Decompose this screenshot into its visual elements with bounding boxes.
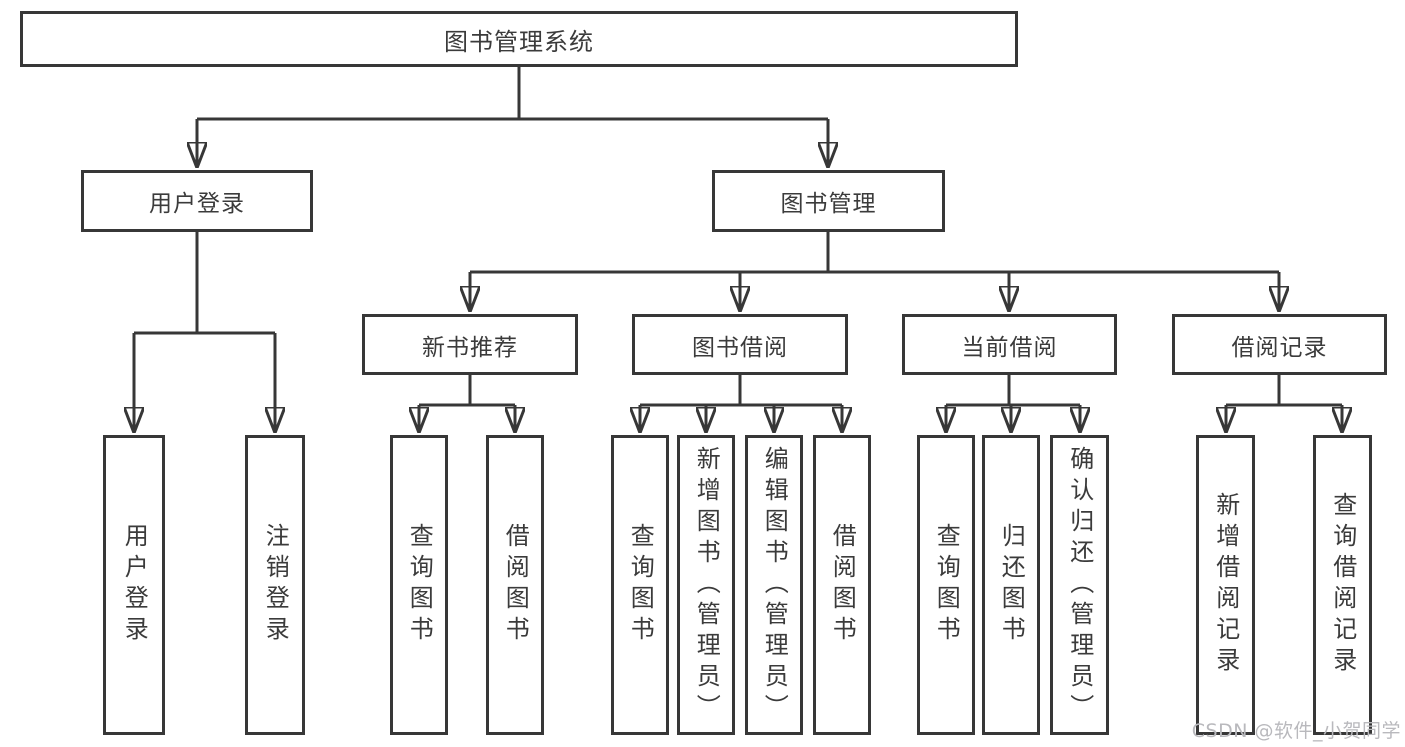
leaf-label: 查询图书: [626, 523, 655, 647]
leaf-label: 归还图书: [997, 523, 1026, 647]
leaf-label: 查询借阅记录: [1328, 492, 1357, 678]
leaf-label: 注销登录: [261, 523, 290, 647]
leaf-label: 新增借阅记录: [1211, 492, 1240, 678]
leaf-label: 新增图书（管理员）: [692, 445, 721, 725]
leaf-label: 用户登录: [120, 523, 149, 647]
leaf-logout: 注销登录: [245, 435, 305, 735]
node-current-borrow: 当前借阅: [902, 314, 1117, 375]
leaf-label: 借阅图书: [501, 523, 530, 647]
node-label: 借阅记录: [1231, 334, 1328, 361]
leaf-label: 编辑图书（管理员）: [760, 445, 789, 725]
node-user-login: 用户登录: [81, 170, 313, 232]
node-label: 图书管理: [780, 191, 877, 217]
node-book-borrow: 图书借阅: [632, 314, 848, 375]
leaf-edit-book-admin: 编辑图书（管理员）: [745, 435, 803, 735]
leaf-query-books-recommend: 查询图书: [390, 435, 448, 735]
node-root-system: 图书管理系统: [20, 11, 1018, 67]
node-borrow-records: 借阅记录: [1172, 314, 1387, 375]
leaf-add-borrow-record: 新增借阅记录: [1196, 435, 1255, 735]
leaf-add-book-admin: 新增图书（管理员）: [677, 435, 735, 735]
csdn-watermark: CSDN @软件_小贺同学: [1191, 720, 1401, 742]
node-label: 图书管理系统: [444, 27, 594, 56]
leaf-query-books-borrow: 查询图书: [611, 435, 669, 735]
leaf-query-books-current: 查询图书: [917, 435, 975, 735]
leaf-label: 借阅图书: [828, 523, 857, 647]
leaf-borrow-books-recommend: 借阅图书: [486, 435, 544, 735]
node-label: 当前借阅: [961, 334, 1058, 361]
node-label: 图书借阅: [692, 334, 788, 361]
leaf-return-book: 归还图书: [982, 435, 1040, 735]
node-label: 新书推荐: [422, 334, 518, 361]
leaf-label: 查询图书: [932, 523, 961, 647]
leaf-label: 查询图书: [405, 523, 434, 647]
leaf-query-borrow-record: 查询借阅记录: [1313, 435, 1372, 735]
node-book-management: 图书管理: [712, 170, 945, 232]
leaf-user-login: 用户登录: [103, 435, 165, 735]
leaf-borrow-books: 借阅图书: [813, 435, 871, 735]
node-new-book-recommend: 新书推荐: [362, 314, 578, 375]
leaf-confirm-return-admin: 确认归还（管理员）: [1050, 435, 1109, 735]
node-label: 用户登录: [149, 191, 245, 217]
leaf-label: 确认归还（管理员）: [1065, 445, 1094, 725]
